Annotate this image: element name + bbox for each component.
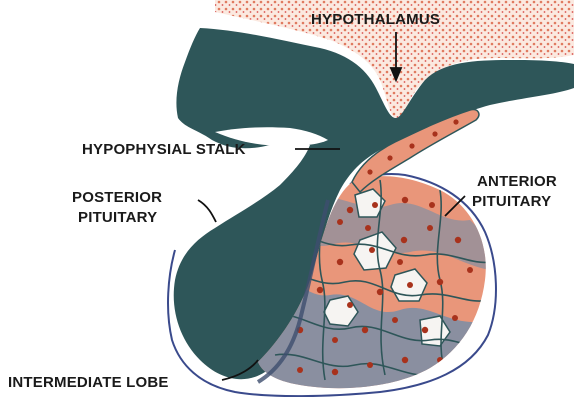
label-hypophysial-stalk: HYPOPHYSIAL STALK bbox=[82, 141, 246, 158]
label-posterior-pituitary-line2: PITUITARY bbox=[78, 209, 157, 226]
label-hypothalamus: HYPOTHALAMUS bbox=[311, 11, 440, 28]
label-posterior-pituitary-line1: POSTERIOR bbox=[72, 189, 162, 206]
label-anterior-pituitary-line1: ANTERIOR bbox=[477, 173, 557, 190]
label-intermediate-lobe: INTERMEDIATE LOBE bbox=[8, 374, 169, 391]
label-anterior-pituitary-line2: PITUITARY bbox=[472, 193, 551, 210]
